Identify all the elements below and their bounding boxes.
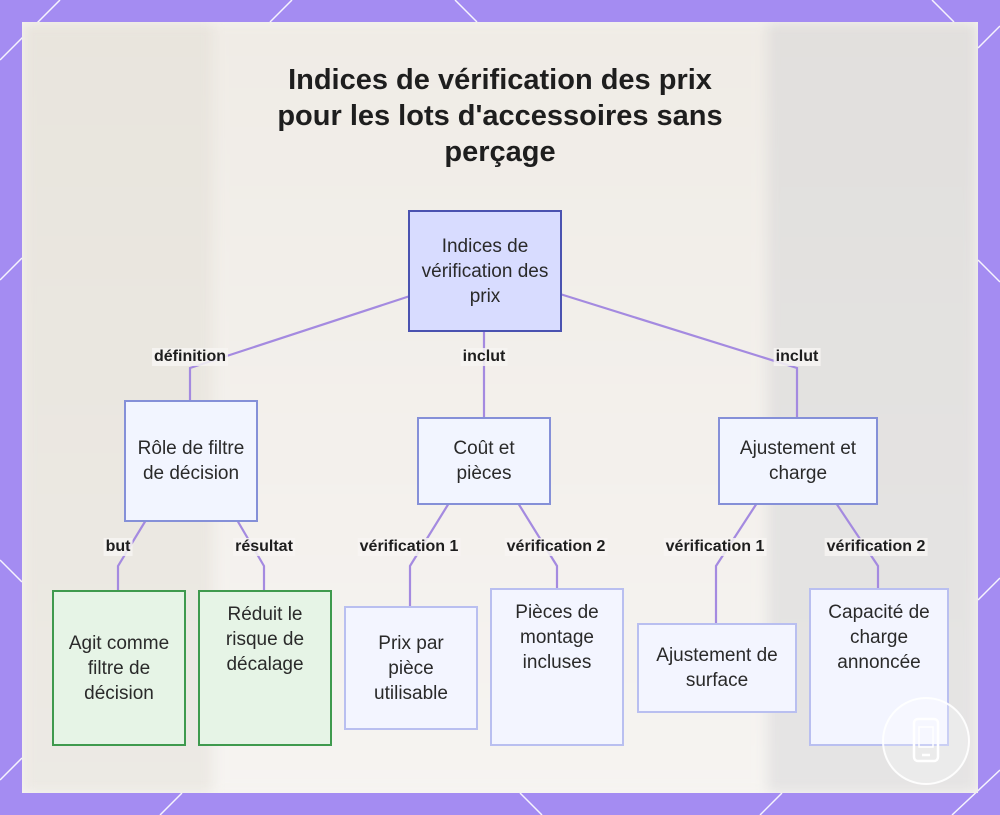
edge-ajustement-surface [716,503,757,625]
node-ajustement: Ajustement et charge [718,417,878,505]
edge-label-verif1-b: vérification 1 [664,538,767,556]
node-agit: Agit comme filtre de décision [52,590,186,746]
edge-label-verif2-b: vérification 2 [825,538,928,556]
edge-label-inclut-1: inclut [461,348,508,366]
node-prix: Prix par pièce utilisable [344,606,478,730]
node-cout: Coût et pièces [417,417,551,505]
edge-role-agit [118,520,146,592]
edge-label-verif1-a: vérification 1 [358,538,461,556]
phone-icon [906,715,946,767]
edge-root-ajustement [560,294,797,418]
node-surface-label: Ajustement de surface [647,643,787,693]
node-cout-label: Coût et pièces [427,436,541,486]
node-reduit: Réduit le risque de décalage [198,590,332,746]
edge-label-resultat: résultat [233,538,295,556]
node-role: Rôle de filtre de décision [124,400,258,522]
watermark-badge [882,697,970,785]
node-prix-label: Prix par pièce utilisable [354,631,468,706]
node-pieces-label: Pièces de montage incluses [500,600,614,675]
node-reduit-label: Réduit le risque de décalage [208,602,322,677]
node-capacite-label: Capacité de charge annoncée [819,600,939,675]
node-root-label: Indices de vérification des prix [418,234,552,309]
node-root: Indices de vérification des prix [408,210,562,332]
edge-label-verif2-a: vérification 2 [505,538,608,556]
node-surface: Ajustement de surface [637,623,797,713]
node-role-label: Rôle de filtre de décision [134,436,248,486]
edge-label-but: but [104,538,133,556]
edge-label-inclut-2: inclut [774,348,821,366]
edge-label-definition: définition [152,348,228,366]
node-agit-label: Agit comme filtre de décision [62,631,176,706]
node-pieces: Pièces de montage incluses [490,588,624,746]
node-ajustement-label: Ajustement et charge [728,436,868,486]
edge-role-reduit [237,520,264,592]
